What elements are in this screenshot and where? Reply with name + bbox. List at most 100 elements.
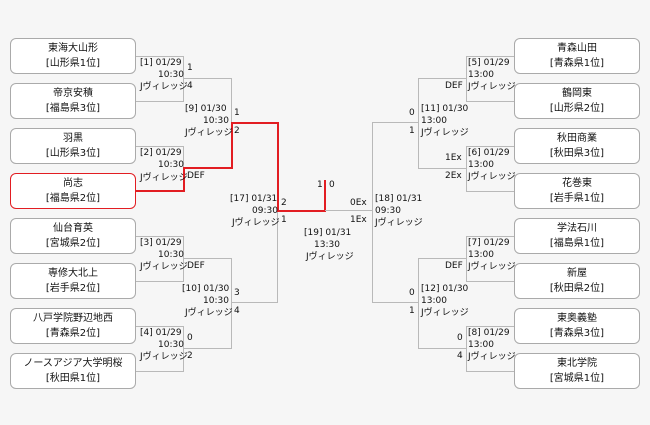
team-name: 花巻東 [562, 178, 592, 189]
match-venue: Jヴィレッジ [468, 82, 516, 92]
match-venue: Jヴィレッジ [232, 218, 280, 228]
score: 1Ex [445, 153, 462, 163]
match-time: 10:30 [203, 116, 229, 126]
bracket-line [418, 258, 467, 259]
score: 4 [234, 306, 240, 316]
match-venue: Jヴィレッジ [421, 308, 469, 318]
team-box-left-7: 八戸学院野辺地西 [青森県2位] [10, 308, 136, 344]
score: 0 [409, 108, 415, 118]
team-name: 青森山田 [557, 43, 597, 54]
match-id: [18] 01/31 [375, 194, 423, 204]
match-time: 10:30 [158, 70, 184, 80]
team-prefecture: [福島県3位] [45, 103, 101, 114]
match-venue: Jヴィレッジ [468, 262, 516, 272]
bracket-line [418, 78, 467, 79]
team-box-left-2: 帝京安積 [福島県3位] [10, 83, 136, 119]
score: 1 [281, 215, 287, 225]
match-venue: Jヴィレッジ [468, 172, 516, 182]
match-venue: Jヴィレッジ [421, 128, 469, 138]
team-prefecture: [山形県3位] [45, 148, 101, 159]
team-box-left-5: 仙台育英 [宮城県2位] [10, 218, 136, 254]
match-id: [6] 01/29 [468, 148, 510, 158]
bracket-line [183, 326, 184, 372]
match-venue: Jヴィレッジ [468, 352, 516, 362]
bracket-line-winner [183, 167, 233, 169]
bracket-line [466, 191, 514, 192]
bracket-line [466, 146, 514, 147]
score: DEF [445, 261, 463, 271]
match-venue: Jヴィレッジ [140, 352, 188, 362]
bracket-line [325, 210, 373, 211]
match-id: [3] 01/29 [140, 238, 182, 248]
team-box-right-5: 学法石川 [福島県1位] [514, 218, 640, 254]
bracket-line [466, 281, 514, 282]
match-id: [17] 01/31 [230, 194, 278, 204]
bracket-line-winner [231, 122, 233, 169]
match-venue: Jヴィレッジ [306, 252, 354, 262]
bracket-line [183, 236, 184, 282]
team-prefecture: [青森県3位] [549, 328, 605, 339]
match-time: 10:30 [158, 340, 184, 350]
bracket-line [136, 56, 184, 57]
score: 2 [281, 198, 287, 208]
team-name: 東奥義塾 [557, 313, 597, 324]
team-name: 仙台育英 [53, 223, 93, 234]
team-name: 東北学院 [557, 358, 597, 369]
bracket-line [466, 146, 467, 192]
team-name: 羽黒 [63, 133, 83, 144]
team-box-right-4: 花巻東 [岩手県1位] [514, 173, 640, 209]
bracket-line-winner [231, 122, 279, 124]
bracket-line [231, 258, 232, 349]
score: 1 [409, 126, 415, 136]
team-name: ノースアジア大学明桜 [23, 358, 123, 369]
match-id: [5] 01/29 [468, 58, 510, 68]
match-venue: Jヴィレッジ [140, 262, 188, 272]
bracket-line [136, 101, 184, 102]
team-prefecture: [岩手県1位] [549, 193, 605, 204]
bracket-line [418, 168, 467, 169]
score: 0 [409, 288, 415, 298]
match-id: [7] 01/29 [468, 238, 510, 248]
bracket-line [372, 122, 373, 303]
team-name: 学法石川 [557, 223, 597, 234]
bracket-line [418, 258, 419, 349]
team-prefecture: [宮城県1位] [549, 373, 605, 384]
team-box-right-6: 新屋 [秋田県2位] [514, 263, 640, 299]
score: 0 [187, 333, 193, 343]
match-time: 13:00 [421, 296, 447, 306]
match-id: [2] 01/29 [140, 148, 182, 158]
team-name: 八戸学院野辺地西 [33, 313, 113, 324]
team-name: 帝京安積 [53, 88, 93, 99]
match-time: 10:30 [158, 250, 184, 260]
bracket-line-winner [277, 122, 279, 212]
score: DEF [187, 171, 205, 181]
team-prefecture: [福島県2位] [45, 193, 101, 204]
match-id: [8] 01/29 [468, 328, 510, 338]
team-prefecture: [福島県1位] [549, 238, 605, 249]
score: 4 [187, 81, 193, 91]
bracket-line [466, 326, 514, 327]
score: 0 [457, 333, 463, 343]
score: 1 [234, 108, 240, 118]
match-venue: Jヴィレッジ [140, 173, 188, 183]
team-prefecture: [岩手県2位] [45, 283, 101, 294]
score: 2 [234, 126, 240, 136]
match-id: [12] 01/30 [421, 284, 469, 294]
bracket-line [231, 302, 278, 303]
team-prefecture: [山形県1位] [45, 58, 101, 69]
bracket-line [466, 236, 514, 237]
bracket-line [418, 78, 419, 169]
team-prefecture: [秋田県1位] [45, 373, 101, 384]
team-box-left-3: 羽黒 [山形県3位] [10, 128, 136, 164]
score: 2Ex [445, 171, 462, 181]
match-id: [1] 01/29 [140, 58, 182, 68]
team-prefecture: [山形県2位] [549, 103, 605, 114]
team-box-right-2: 鶴岡東 [山形県2位] [514, 83, 640, 119]
team-name: 鶴岡東 [562, 88, 592, 99]
bracket-line [136, 326, 184, 327]
team-name: 専修大北上 [48, 268, 98, 279]
bracket-line [466, 326, 467, 372]
bracket-line [136, 371, 184, 372]
bracket-line-winner [136, 190, 185, 192]
team-name: 東海大山形 [48, 43, 98, 54]
